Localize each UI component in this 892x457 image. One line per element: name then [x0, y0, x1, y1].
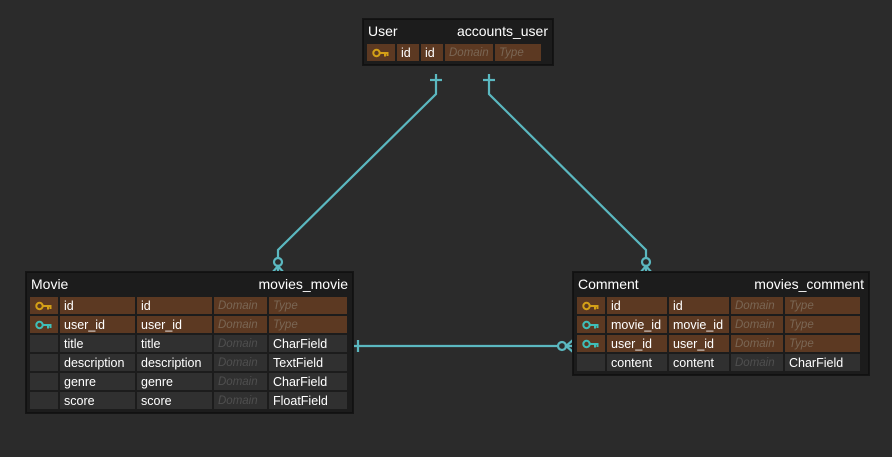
column-field: user_id [137, 316, 212, 333]
column-name: user_id [607, 335, 667, 352]
column-field: description [137, 354, 212, 371]
table-name: accounts_user [456, 22, 548, 39]
column-name: content [607, 354, 667, 371]
column-type: Type [785, 297, 860, 314]
key-cell [577, 335, 605, 352]
entity-header: User accounts_user [364, 20, 552, 41]
column-field: content [669, 354, 729, 371]
entity-name: Comment [578, 275, 639, 292]
column-type: Type [785, 316, 860, 333]
many-marker-movie-comment [564, 339, 574, 353]
column-field: genre [137, 373, 212, 390]
key-cell [30, 335, 58, 352]
relation-user-movie [276, 74, 438, 258]
foreign-key-icon [582, 340, 599, 349]
column-name: id [607, 297, 667, 314]
key-cell [577, 354, 605, 371]
column-name: id [60, 297, 135, 314]
entity-header: Movie movies_movie [27, 273, 352, 294]
column-field: id [421, 44, 443, 61]
column-name: description [60, 354, 135, 371]
primary-key-icon [582, 302, 599, 311]
primary-key-icon [372, 49, 389, 58]
column-domain: Domain [214, 354, 267, 371]
key-cell [577, 316, 605, 333]
column-name: title [60, 335, 135, 352]
column-type: CharField [785, 354, 860, 371]
key-cell [367, 44, 395, 61]
column-field: user_id [669, 335, 729, 352]
column-field: id [137, 297, 212, 314]
column-domain: Domain [214, 392, 267, 409]
column-field: score [137, 392, 212, 409]
key-cell [30, 316, 58, 333]
column-domain: Domain [214, 373, 267, 390]
column-field: id [669, 297, 729, 314]
column-name: user_id [60, 316, 135, 333]
table-name: movies_movie [258, 275, 348, 292]
table-name: movies_comment [754, 275, 864, 292]
relation-user-comment [487, 74, 648, 258]
column-type: Type [269, 316, 347, 333]
column-domain: Domain [731, 316, 783, 333]
column-domain: Domain [731, 297, 783, 314]
column-type: FloatField [269, 392, 347, 409]
column-domain: Domain [445, 44, 493, 61]
key-cell [30, 297, 58, 314]
column-type: CharField [269, 335, 347, 352]
key-cell [30, 354, 58, 371]
column-type: CharField [269, 373, 347, 390]
entity-header: Comment movies_comment [574, 273, 868, 294]
column-domain: Domain [731, 354, 783, 371]
column-domain: Domain [214, 335, 267, 352]
column-domain: Domain [214, 297, 267, 314]
column-type: Type [495, 44, 541, 61]
many-marker-user-comment [639, 264, 653, 274]
column-name: score [60, 392, 135, 409]
key-cell [577, 297, 605, 314]
column-field: title [137, 335, 212, 352]
column-name: genre [60, 373, 135, 390]
column-domain: Domain [214, 316, 267, 333]
foreign-key-icon [582, 321, 599, 330]
foreign-key-icon [35, 321, 52, 330]
column-type: Type [785, 335, 860, 352]
key-cell [30, 373, 58, 390]
key-cell [30, 392, 58, 409]
column-field: movie_id [669, 316, 729, 333]
column-domain: Domain [731, 335, 783, 352]
column-type: TextField [269, 354, 347, 371]
entity-name: User [368, 22, 398, 39]
column-name: id [397, 44, 419, 61]
column-type: Type [269, 297, 347, 314]
column-name: movie_id [607, 316, 667, 333]
many-marker-user-movie [271, 264, 285, 274]
primary-key-icon [35, 302, 52, 311]
entity-name: Movie [31, 275, 69, 292]
